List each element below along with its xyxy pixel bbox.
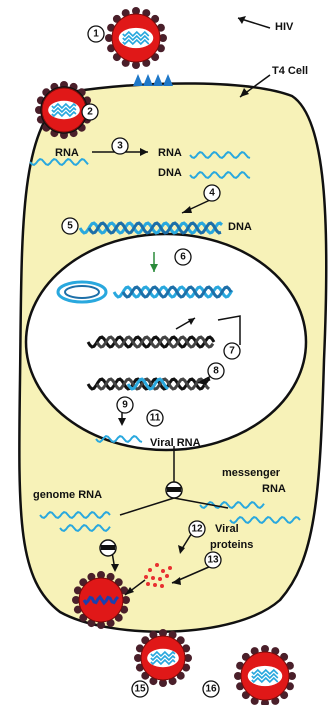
step-number: 6 [180, 252, 186, 263]
step-marker-7: 7 [224, 343, 240, 359]
step-number: 7 [229, 346, 235, 357]
step-marker-5: 5 [62, 218, 78, 234]
nucleus [26, 234, 306, 450]
label-dna-double: DNA [228, 221, 252, 233]
step-marker-16: 16 [203, 681, 219, 697]
step-marker-4: 4 [204, 185, 220, 201]
step-number: 4 [209, 188, 215, 199]
step-number: 15 [134, 684, 146, 695]
capsid-marker-1 [166, 482, 182, 498]
label-messenger-line1: messenger [222, 467, 281, 479]
step-marker-6: 6 [175, 249, 191, 265]
step-marker-13: 13 [205, 552, 221, 568]
label-viral-proteins-line1: Viral [215, 523, 239, 535]
assembling-virion [72, 571, 130, 629]
hiv-virion-free [105, 7, 167, 69]
hiv-virion-budding [134, 629, 192, 687]
label-viral-rna: Viral RNA [150, 437, 201, 449]
step-marker-12: 12 [189, 521, 205, 537]
step-number: 9 [122, 400, 128, 411]
label-t4-cell: T4 Cell [272, 65, 308, 77]
hiv-virion-released [234, 645, 296, 705]
step-number: 5 [67, 221, 73, 232]
step-marker-3: 3 [112, 138, 128, 154]
step-marker-8: 8 [208, 363, 224, 379]
label-rna-hybrid: RNA [158, 147, 182, 159]
label-viral-proteins-line2: proteins [210, 539, 253, 551]
step-marker-2: 2 [82, 104, 98, 120]
label-messenger-line2: RNA [262, 483, 286, 495]
step-number: 16 [205, 684, 217, 695]
step-marker-11: 11 [147, 410, 163, 426]
capsid-marker-2 [100, 540, 116, 556]
step-marker-15: 15 [132, 681, 148, 697]
label-dna-hybrid: DNA [158, 167, 182, 179]
step-number: 11 [150, 413, 161, 424]
step-number: 1 [93, 29, 99, 40]
step-marker-1: 1 [88, 26, 104, 42]
step-number: 3 [117, 141, 123, 152]
label-rna-input: RNA [55, 147, 79, 159]
step-number: 13 [207, 555, 219, 566]
step-marker-9: 9 [117, 397, 133, 413]
label-hiv: HIV [275, 21, 294, 33]
step-number: 2 [87, 107, 93, 118]
step-number: 8 [213, 366, 219, 377]
label-genome-rna: genome RNA [33, 489, 102, 501]
step-number: 12 [191, 524, 203, 535]
